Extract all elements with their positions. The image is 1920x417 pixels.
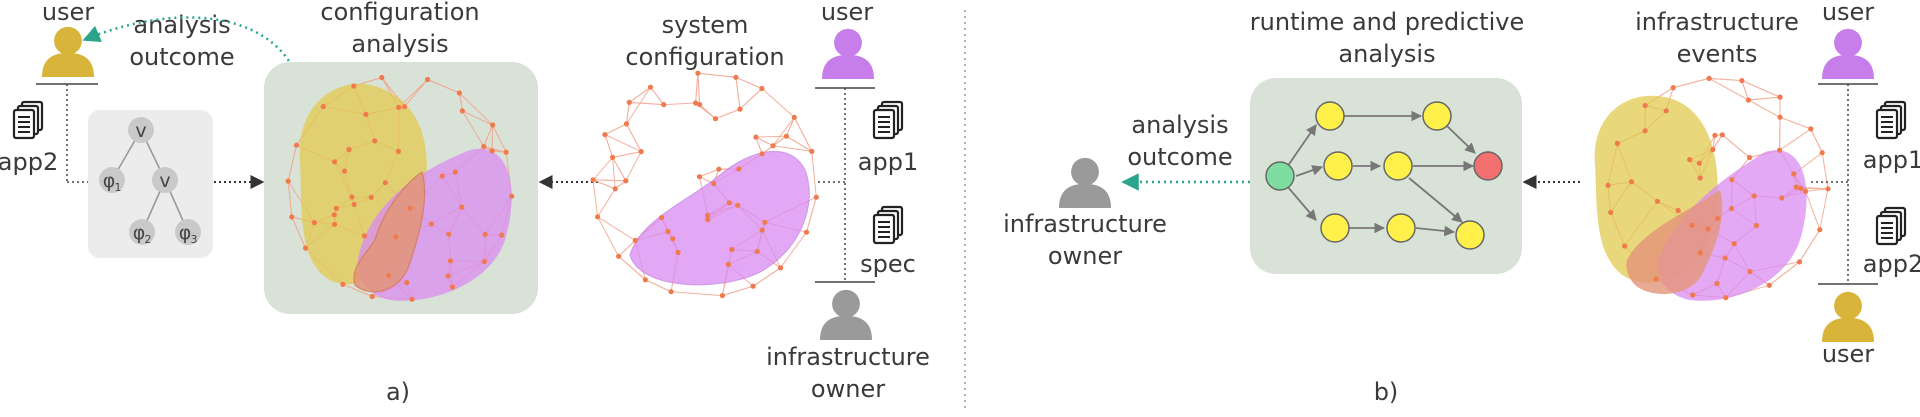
user-b-bottom-label: user (1822, 340, 1874, 368)
panel-a: user app2 analysis outcome v v φ 1 (0, 0, 930, 406)
runtime-analysis-box (1250, 78, 1522, 274)
document-stack-icon (1875, 100, 1907, 140)
formula-leaf-phi1: φ (103, 170, 116, 192)
user-icon (822, 28, 874, 79)
analysis-outcome-b-line1: analysis (1131, 111, 1228, 139)
system-config-sphere (590, 70, 819, 299)
doc-b-app1-label: app1 (1863, 146, 1920, 174)
start-node (1265, 161, 1295, 191)
infra-owner-line1: infrastructure (766, 343, 930, 371)
caption-a: a) (386, 378, 410, 406)
user-icon (42, 26, 94, 77)
panel-b: infrastructure owner analysis outcome ru… (1003, 0, 1920, 406)
config-analysis-title-line1: configuration (320, 0, 479, 26)
document-stack-icon (872, 100, 904, 140)
system-config-title-line2: configuration (625, 43, 784, 71)
formula-nodes (99, 117, 201, 245)
user-b-top-label: user (1822, 0, 1874, 26)
doc-spec-label: spec (860, 250, 916, 278)
user-label: user (42, 0, 94, 26)
infra-owner-b-line2: owner (1048, 242, 1122, 270)
doc-app2-label: app2 (0, 148, 58, 176)
infra-owner-b-line1: infrastructure (1003, 210, 1167, 238)
analysis-outcome-line1: analysis (133, 11, 230, 39)
user-icon (1059, 157, 1111, 208)
failure-node (1473, 151, 1503, 181)
infra-events-title-line1: infrastructure (1635, 8, 1799, 36)
document-stack-icon (1875, 206, 1907, 246)
caption-b: b) (1374, 378, 1399, 406)
user-icon (1822, 291, 1874, 342)
formula-root-or: v (135, 120, 146, 142)
document-stack-icon (872, 205, 904, 245)
doc-app1-label: app1 (858, 148, 918, 176)
runtime-graph-edges (1286, 110, 1476, 237)
outcome-arrow (82, 16, 294, 67)
runtime-graph-nodes (1265, 101, 1503, 250)
document-stack-icon (12, 100, 44, 140)
user-right-label: user (821, 0, 873, 26)
infra-events-title-line2: events (1677, 40, 1758, 68)
analysis-outcome-line2: outcome (129, 43, 234, 71)
system-config-title-line1: system (662, 11, 749, 39)
config-analysis-sphere (285, 74, 515, 302)
infra-events-sphere (1594, 75, 1831, 301)
analysis-outcome-b-line2: outcome (1127, 143, 1232, 171)
runtime-title-line1: runtime and predictive (1250, 8, 1524, 36)
infra-owner-line2: owner (811, 375, 885, 403)
doc-b-app2-label: app2 (1863, 250, 1920, 278)
config-analysis-title-line2: analysis (351, 30, 448, 58)
formula-leaf-phi2-sub: 2 (145, 233, 152, 246)
user-icon (1822, 28, 1874, 79)
formula-leaf-phi3-sub: 3 (191, 233, 198, 246)
user-icon (820, 289, 872, 340)
formula-leaf-phi2: φ (133, 222, 146, 244)
formula-inner-or: v (159, 170, 170, 192)
runtime-title-line2: analysis (1338, 40, 1435, 68)
formula-leaf-phi1-sub: 1 (115, 181, 122, 194)
formula-leaf-phi3: φ (179, 222, 192, 244)
